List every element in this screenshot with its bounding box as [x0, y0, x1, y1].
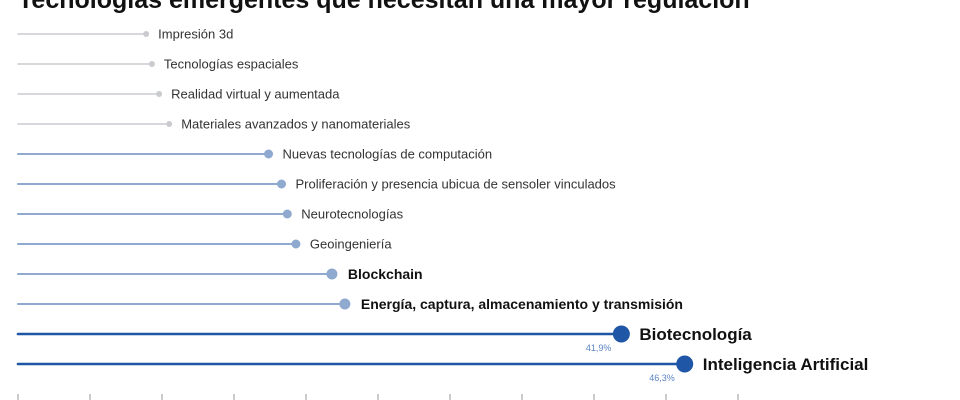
- category-label: Geoingeniería: [310, 237, 392, 252]
- category-label: Inteligencia Artificial: [703, 355, 869, 374]
- lollipop-dot: [282, 209, 292, 219]
- category-label: Biotecnología: [639, 325, 752, 344]
- lollipop-dot: [326, 268, 338, 280]
- category-label: Blockchain: [348, 266, 423, 282]
- category-label: Materiales avanzados y nanomateriales: [181, 117, 411, 132]
- lollipop-dot: [148, 61, 155, 67]
- category-label: Impresión 3d: [158, 27, 233, 42]
- category-label: Neurotecnologías: [301, 207, 403, 222]
- lollipop-dot: [264, 149, 274, 159]
- value-label: 41,9%: [586, 343, 612, 353]
- lollipop-dot: [612, 325, 630, 343]
- lollipop-dot: [156, 91, 163, 97]
- category-label: Realidad virtual y aumentada: [171, 87, 340, 102]
- lollipop-dot: [291, 239, 301, 249]
- value-label: 46,3%: [649, 373, 675, 383]
- category-label: Nuevas tecnologías de computación: [283, 147, 493, 162]
- category-label: Energía, captura, almacenamiento y trans…: [361, 296, 683, 312]
- lollipop-dot: [143, 31, 150, 37]
- lollipop-dot: [277, 179, 287, 189]
- category-label: Tecnologías espaciales: [164, 57, 299, 72]
- lollipop-dot: [676, 355, 694, 373]
- category-label: Proliferación y presencia ubicua de sens…: [296, 177, 617, 192]
- lollipop-dot: [339, 298, 351, 310]
- chart-title: Tecnologías emergentes que necesitan una…: [18, 0, 750, 14]
- lollipop-dot: [166, 121, 173, 127]
